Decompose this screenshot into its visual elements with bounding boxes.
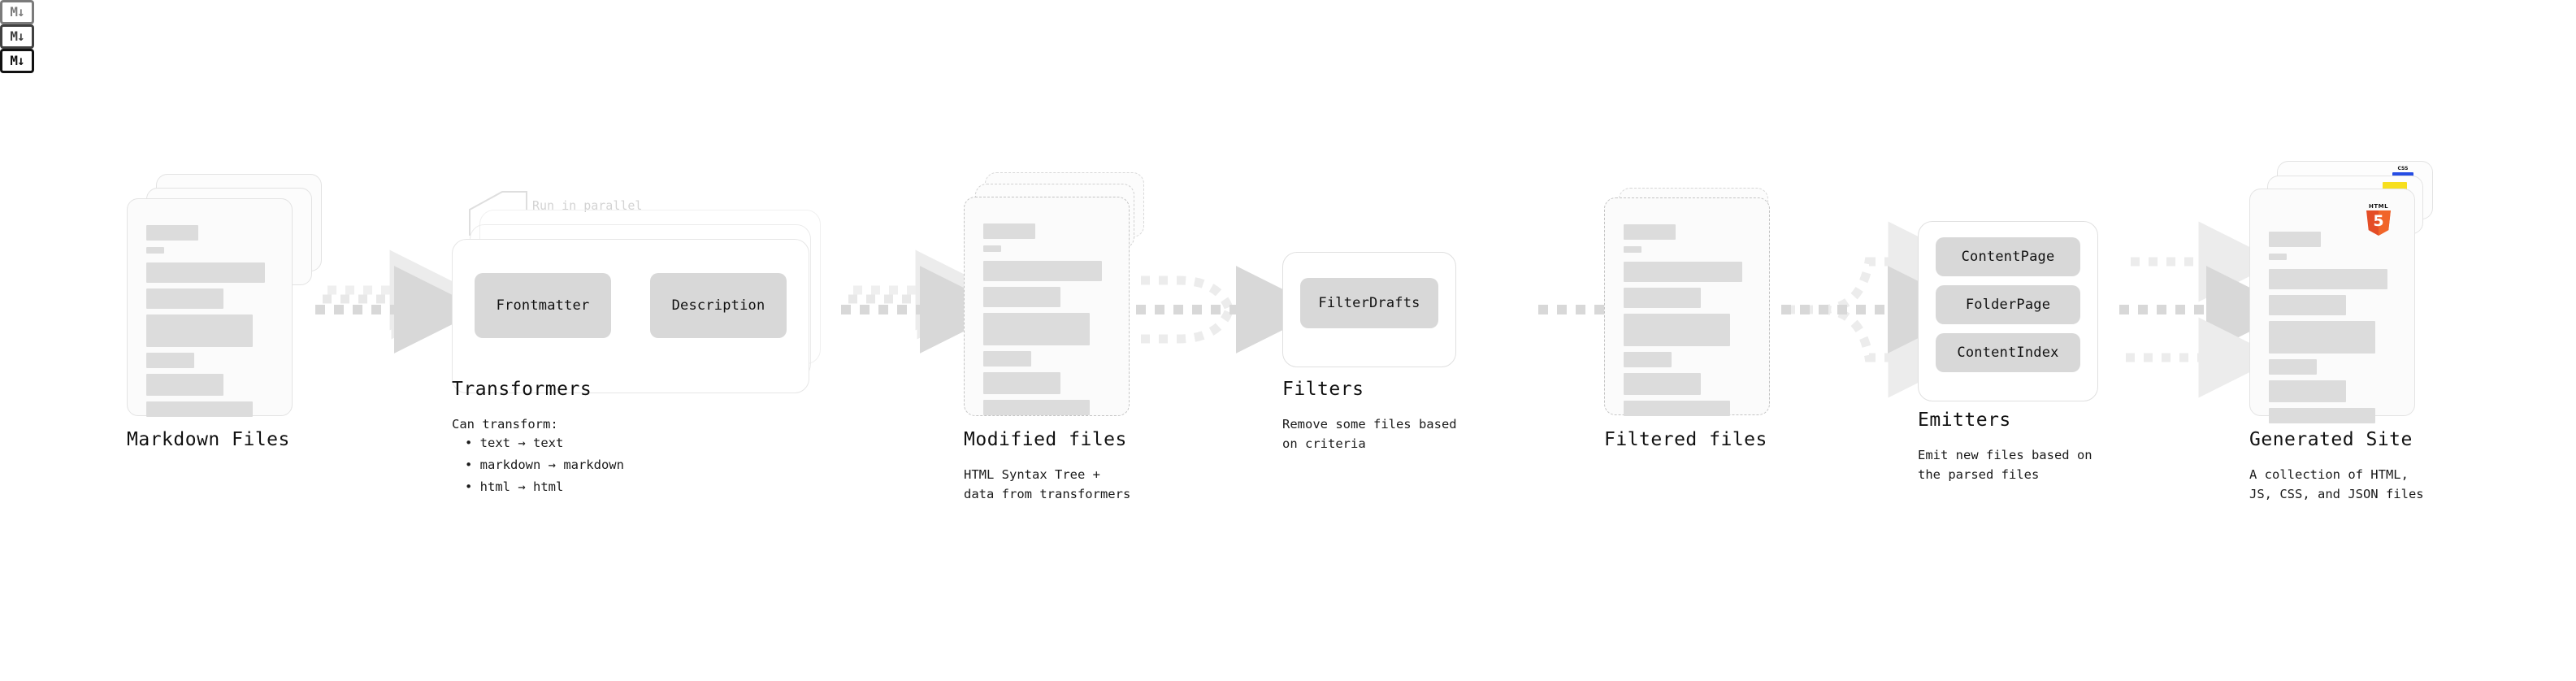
markdown-badge-letter-b2: M xyxy=(10,4,18,20)
stage-title-modified-files: Modified files xyxy=(964,429,1127,450)
generated-site-subtitle: A collection of HTML, JS, CSS, and JSON … xyxy=(2249,467,2424,502)
stage-title-markdown-files: Markdown Files xyxy=(127,429,290,450)
doc-bar xyxy=(1624,262,1742,282)
stage-markdown-files: M↓ M↓ M↓ Markdown Files xyxy=(0,0,322,450)
doc-bar xyxy=(146,353,194,368)
emitters-chip-folderpage[interactable]: FolderPage xyxy=(1936,285,2080,324)
filters-chip-filterdrafts[interactable]: FilterDrafts xyxy=(1300,278,1438,328)
doc-bar xyxy=(146,314,253,347)
doc-bar xyxy=(1624,373,1701,395)
doc-bar xyxy=(983,245,1001,252)
markdown-badge-letter: M xyxy=(10,53,18,68)
doc-bar xyxy=(983,351,1031,367)
arrow-markdown-to-transformers xyxy=(315,249,482,354)
markdown-file-front[interactable] xyxy=(127,198,293,417)
doc-bar xyxy=(1624,401,1730,416)
doc-bar xyxy=(983,372,1060,394)
doc-bar xyxy=(1624,246,1641,253)
emitters-chip-contentindex[interactable]: ContentIndex xyxy=(1936,333,2080,372)
transformer-chip-frontmatter[interactable]: Frontmatter xyxy=(475,273,611,338)
modified-files-subtitle: HTML Syntax Tree + data from transformer… xyxy=(964,467,1131,502)
emitters-chip-contentpage[interactable]: ContentPage xyxy=(1936,237,2080,276)
doc-bar xyxy=(2269,232,2321,247)
stage-title-emitters: Emitters xyxy=(1918,410,2011,431)
doc-bar xyxy=(146,401,253,417)
filters-subtitle: Remove some files based on criteria xyxy=(1282,417,1457,452)
doc-bar xyxy=(2269,269,2387,289)
doc-bar xyxy=(146,247,164,254)
doc-bar xyxy=(983,313,1090,345)
doc-bar xyxy=(146,374,223,396)
markdown-badge-back-1: M↓ xyxy=(0,24,34,49)
modified-file-front[interactable] xyxy=(964,197,1130,416)
html5-badge: HTML 5 xyxy=(2365,203,2392,236)
doc-bar xyxy=(146,288,223,309)
stage-title-generated-site: Generated Site xyxy=(2249,429,2413,450)
arrow-transformers-to-modified xyxy=(841,249,1008,354)
doc-bar xyxy=(2269,359,2317,375)
transformers-bullet-1: • markdown → markdown xyxy=(465,458,624,472)
doc-bar xyxy=(2269,254,2287,260)
run-in-parallel-note: Run in parallel xyxy=(532,198,643,213)
doc-bar xyxy=(1624,352,1672,367)
transformers-bullet-2: • html → html xyxy=(465,479,564,494)
markdown-badge: M↓ xyxy=(0,49,34,73)
arrow-filtered-to-emitters xyxy=(1781,221,1975,398)
stage-title-filtered-files: Filtered files xyxy=(1604,429,1767,450)
stage-title-transformers: Transformers xyxy=(452,379,592,400)
transformers-bullet-0: • text → text xyxy=(465,436,564,450)
doc-bar xyxy=(2269,380,2346,402)
doc-bar xyxy=(1624,288,1701,308)
doc-bar xyxy=(2269,408,2375,423)
html5-five-glyph: 5 xyxy=(2373,212,2384,230)
doc-bar xyxy=(146,225,198,241)
doc-bar xyxy=(983,223,1035,239)
arrow-emitters-to-site xyxy=(2119,221,2294,398)
doc-bar xyxy=(2269,321,2375,354)
doc-bar xyxy=(1624,314,1730,346)
stage-generated-site: CSS HTML 5 Generated Site A collection o… xyxy=(0,0,2433,501)
css-badge-label: CSS xyxy=(2397,166,2409,171)
doc-bar xyxy=(1624,224,1676,240)
transformers-subtitle: Can transform: xyxy=(452,417,558,432)
doc-bar xyxy=(983,287,1060,307)
doc-bar xyxy=(983,261,1102,281)
html5-badge-label: HTML xyxy=(2368,203,2389,210)
emitters-subtitle: Emit new files based on the parsed files xyxy=(1918,448,2092,483)
transformer-chip-description[interactable]: Description xyxy=(650,273,787,338)
doc-bar xyxy=(983,400,1090,415)
filtered-file-front[interactable] xyxy=(1604,197,1770,416)
arrow-modified-to-filters xyxy=(1136,266,1324,354)
doc-bar xyxy=(2269,295,2346,315)
doc-bar xyxy=(146,262,265,283)
stage-title-filters: Filters xyxy=(1282,379,1364,400)
markdown-badge-back-2: M↓ xyxy=(0,0,34,24)
markdown-badge-letter-b1: M xyxy=(10,28,18,44)
